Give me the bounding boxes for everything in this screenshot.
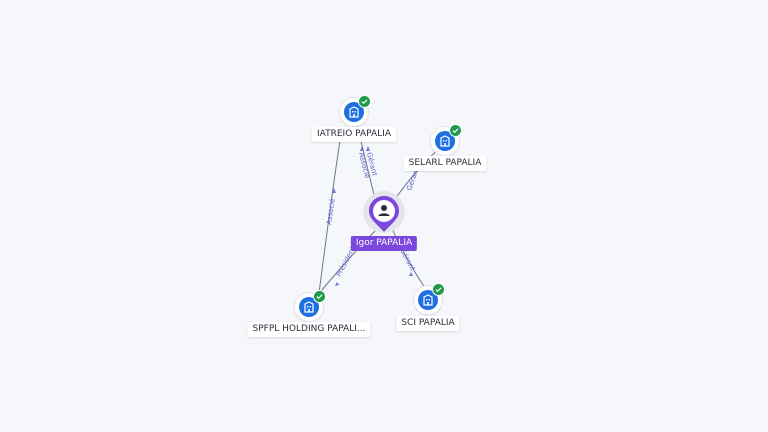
edge-label-spfpl-iatreio-associe: Associé <box>325 198 337 225</box>
company-node-selarl[interactable] <box>430 124 462 156</box>
verified-check-icon <box>313 290 326 303</box>
verified-check-icon <box>432 283 445 296</box>
verified-check-icon <box>449 124 462 137</box>
person-pin-icon <box>369 196 399 232</box>
edge-person-sci[interactable] <box>391 227 426 289</box>
company-node-iatreio[interactable] <box>339 95 371 127</box>
company-node-sci[interactable] <box>413 283 445 315</box>
building-icon <box>344 102 364 122</box>
company-node-spfpl[interactable] <box>294 290 326 322</box>
person-icon <box>378 205 390 216</box>
company-label-spfpl[interactable]: SPFPL HOLDING PAPALI... <box>247 322 371 337</box>
building-icon <box>299 297 319 317</box>
edge-spfpl-iatreio[interactable] <box>318 127 343 294</box>
edge-arrow <box>409 272 413 276</box>
person-label[interactable]: Igor PAPALIA <box>350 236 418 251</box>
company-label-selarl[interactable]: SELARL PAPALIA <box>403 156 487 171</box>
person-node[interactable] <box>363 191 405 233</box>
edge-arrow <box>360 146 364 151</box>
verified-check-icon <box>358 95 371 108</box>
edge-arrow <box>335 282 339 286</box>
edge-arrow <box>332 188 336 193</box>
building-icon <box>435 131 455 151</box>
edge-arrow <box>366 146 370 151</box>
company-label-iatreio[interactable]: IATREIO PAPALIA <box>312 127 396 142</box>
building-icon <box>418 290 438 310</box>
company-label-sci[interactable]: SCI PAPALIA <box>396 316 460 331</box>
